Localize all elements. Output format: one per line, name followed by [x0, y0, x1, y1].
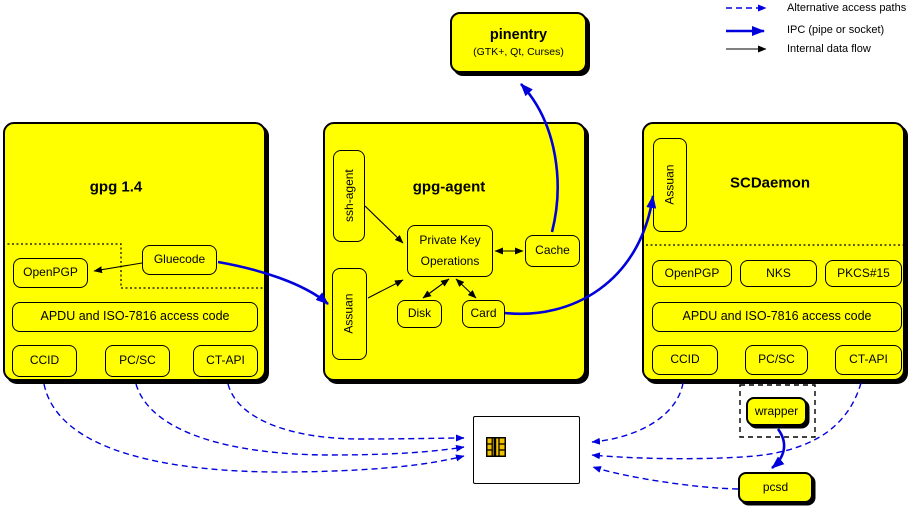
pko-line1: Private Key: [419, 233, 481, 248]
gpg14-title: gpg 1.4: [89, 178, 143, 196]
scdaemon-pcsc-node: PC/SC: [745, 345, 808, 375]
gpg14-openpgp-node: OpenPGP: [13, 258, 88, 288]
alt-gpg14-ctapi-to-smartcard: [227, 383, 465, 442]
scdaemon-apdu-node: APDU and ISO-7816 access code: [652, 302, 902, 332]
smartcard-chip-icon: [486, 437, 506, 457]
cache-node: Cache: [525, 235, 580, 267]
ssh-agent-label: ssh-agent: [341, 169, 356, 223]
alt-scdaemon-ccid-to-smartcard: [591, 382, 684, 445]
gpg-agent-ssh-agent-node: ssh-agent: [333, 150, 365, 242]
alt-gpg14-ccid-to-smartcard: [43, 383, 465, 473]
scdaemon-pkcs15-node: PKCS#15: [825, 260, 902, 287]
gpg14-gluecode-node: Gluecode: [142, 245, 217, 275]
alt-gpg14-pcsc-to-smartcard: [135, 383, 465, 456]
legend-ipc-label: IPC (pipe or socket): [787, 24, 885, 36]
gpg14-pcsc-node: PC/SC: [105, 345, 170, 377]
scdaemon-nks-node: NKS: [740, 260, 817, 287]
legend-alternative-label: Alternative access paths: [787, 2, 907, 14]
gpg-agent-assuan-node: Assuan: [332, 268, 367, 360]
ipc-wrapper-to-pcsd: [771, 428, 786, 469]
scdaemon-ctapi-node: CT-API: [835, 345, 902, 375]
scdaemon-ccid-node: CCID: [652, 345, 718, 375]
scdaemon-assuan-node: Assuan: [653, 138, 687, 232]
pinentry-box: pinentry (GTK+, Qt, Curses): [450, 12, 587, 73]
alt-scdaemon-ctapi-to-smartcard: [591, 382, 862, 460]
pcsd-node: pcsd: [738, 472, 813, 503]
alt-pcsd-to-smartcard: [592, 466, 739, 490]
smartcard: [473, 416, 580, 484]
disk-node: Disk: [397, 300, 442, 328]
scd-assuan-label: Assuan: [662, 164, 677, 206]
pinentry-subtitle: (GTK+, Qt, Curses): [473, 46, 564, 58]
wrapper-node: wrapper: [746, 397, 807, 426]
assuan-label: Assuan: [341, 293, 356, 335]
gpg14-ccid-node: CCID: [12, 345, 77, 377]
gpg14-apdu-node: APDU and ISO-7816 access code: [12, 302, 258, 332]
legend-internal-label: Internal data flow: [787, 43, 871, 55]
gpg14-box: [3, 122, 266, 381]
pko-line2: Operations: [420, 253, 480, 268]
pinentry-title: pinentry: [489, 27, 548, 43]
gpg14-ctapi-node: CT-API: [193, 345, 258, 377]
scdaemon-openpgp-node: OpenPGP: [652, 260, 732, 287]
private-key-operations-node: Private Key Operations: [407, 225, 493, 277]
gpg-agent-title: gpg-agent: [412, 178, 486, 196]
scdaemon-title: SCDaemon: [729, 174, 811, 192]
card-node: Card: [462, 300, 505, 328]
